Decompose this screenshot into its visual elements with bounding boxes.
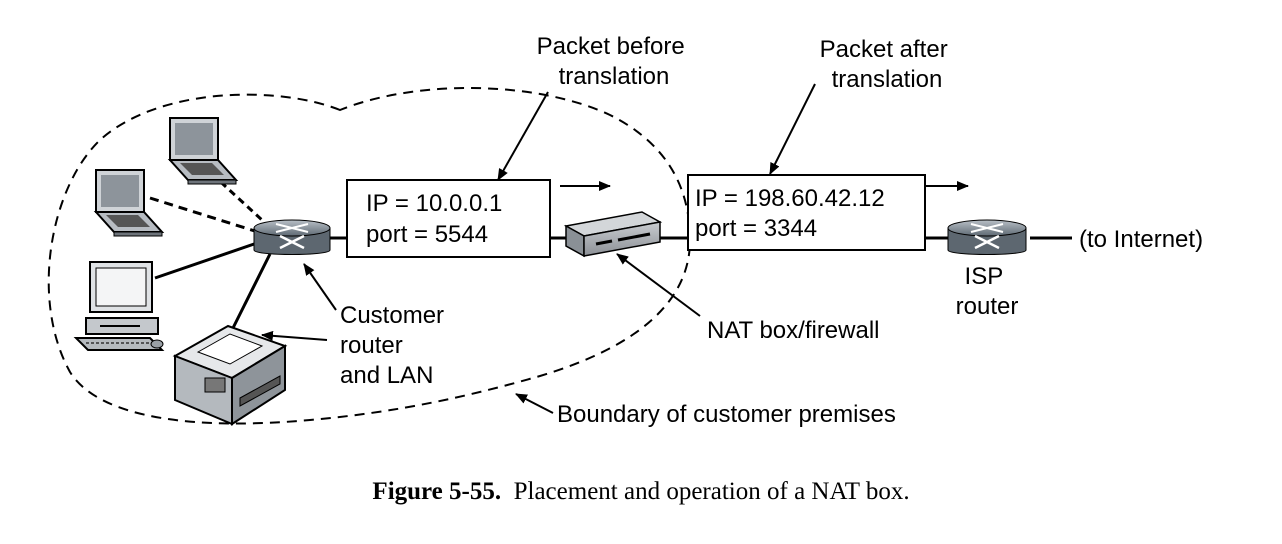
printer-callout-arrow [261,330,328,341]
boundary-callout-arrow [515,393,554,414]
figure-caption: Figure 5-55. Placement and operation of … [372,478,909,505]
router-icon [947,219,1027,255]
packet-after-ip: IP = 198.60.42.12 [695,185,885,212]
desktop-computer-icon [73,261,165,351]
internet-label: (to Internet) [1079,226,1203,253]
packet-before-callout-arrow [497,91,549,181]
packet-before-callout-label: Packet before translation [537,33,692,90]
packet-before-box [346,179,551,258]
customer-premises-boundary [47,87,692,425]
isp-router-label: ISP router [956,263,1019,320]
nat-callout-arrow [616,253,701,317]
boundary-label: Boundary of customer premises [557,401,896,428]
nat-box-label: NAT box/firewall [707,317,880,344]
lan-link [154,240,261,280]
laptop-icon [93,169,165,237]
packet-before-ip: IP = 10.0.0.1 [366,190,502,217]
packet-after-box [687,174,926,251]
figure-number: Figure 5-55. [372,478,501,505]
customer-router-label: Customer router and LAN [340,302,451,389]
figure-caption-text: Placement and operation of a NAT box. [514,478,910,505]
nat-box-icon [563,211,663,258]
lan-link [230,253,272,331]
lan-link-dashed [149,196,259,234]
customer-router-callout-arrow [303,263,337,311]
laptop-icon [167,117,239,185]
packet-after-callout-label: Packet after translation [820,36,955,93]
router-icon [253,219,331,255]
printer-icon [172,324,288,426]
packet-after-callout-arrow [769,83,816,175]
packet-after-port: port = 3344 [695,215,817,242]
packet-before-port: port = 5544 [366,221,488,248]
